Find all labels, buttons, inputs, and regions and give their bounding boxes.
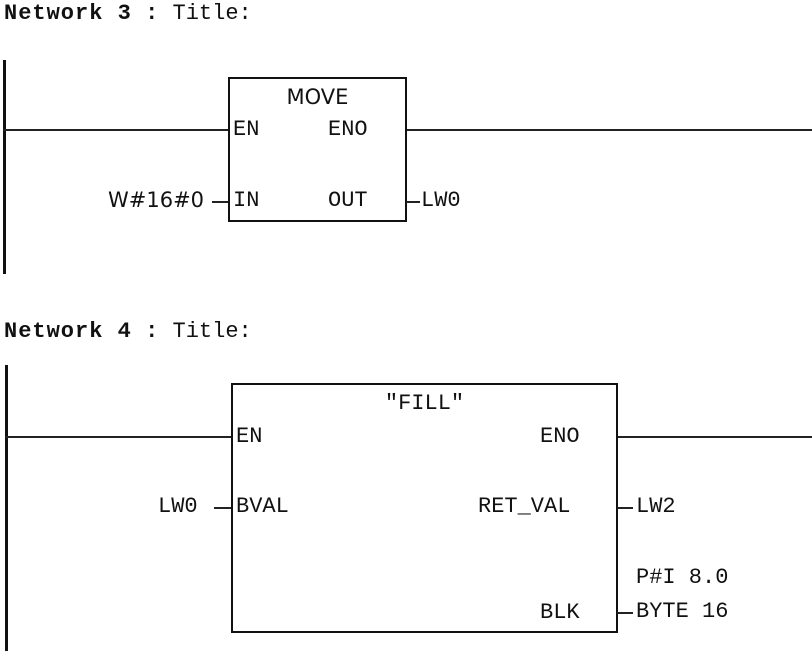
- move-in-wire: [212, 201, 228, 203]
- move-pin-eno: ENO: [328, 117, 368, 142]
- network-3-eno-wire: [405, 129, 812, 131]
- network-3-header[interactable]: Network 3 : Title:: [4, 0, 252, 27]
- fill-pin-ret-val: RET_VAL: [478, 494, 571, 519]
- network-4-label: Network 4: [4, 319, 132, 344]
- network-3-separator: :: [145, 1, 160, 26]
- network-4-title[interactable]: Title:: [172, 319, 252, 344]
- network-3-en-wire: [3, 129, 229, 131]
- network-4-header[interactable]: Network 4 : Title:: [4, 318, 252, 345]
- fill-block[interactable]: [231, 383, 618, 633]
- move-pin-out: OUT: [328, 188, 368, 213]
- move-pin-in: IN: [233, 188, 260, 213]
- fill-pin-blk: BLK: [540, 600, 580, 625]
- fill-blk-operand-pointer[interactable]: P#I 8.0: [636, 565, 729, 590]
- move-block[interactable]: [228, 77, 407, 222]
- move-block-title: MOVE: [286, 85, 349, 109]
- fill-pin-bval: BVAL: [236, 494, 289, 519]
- network-3-title[interactable]: Title:: [172, 1, 252, 26]
- fill-ret-val-wire: [617, 507, 633, 509]
- fill-bval-operand[interactable]: LW0: [158, 494, 198, 519]
- move-in-operand[interactable]: W#16#0: [108, 188, 205, 212]
- fill-block-title: ″FILL″: [384, 391, 465, 416]
- fill-pin-en: EN: [236, 424, 263, 449]
- network-3-power-rail: [3, 60, 6, 274]
- fill-bval-wire: [214, 507, 231, 509]
- move-pin-en: EN: [233, 117, 260, 142]
- fill-pin-eno: ENO: [540, 424, 580, 449]
- fill-blk-operand-length[interactable]: BYTE 16: [636, 599, 729, 624]
- network-4-en-wire: [5, 436, 232, 438]
- network-3-label: Network 3: [4, 1, 132, 26]
- fill-blk-wire: [617, 612, 633, 614]
- network-4-separator: :: [145, 319, 160, 344]
- fill-ret-val-operand[interactable]: LW2: [636, 494, 676, 519]
- move-out-wire: [406, 201, 420, 203]
- network-4-eno-wire: [616, 436, 812, 438]
- move-out-operand[interactable]: LW0: [421, 188, 461, 213]
- network-4-power-rail: [5, 365, 8, 651]
